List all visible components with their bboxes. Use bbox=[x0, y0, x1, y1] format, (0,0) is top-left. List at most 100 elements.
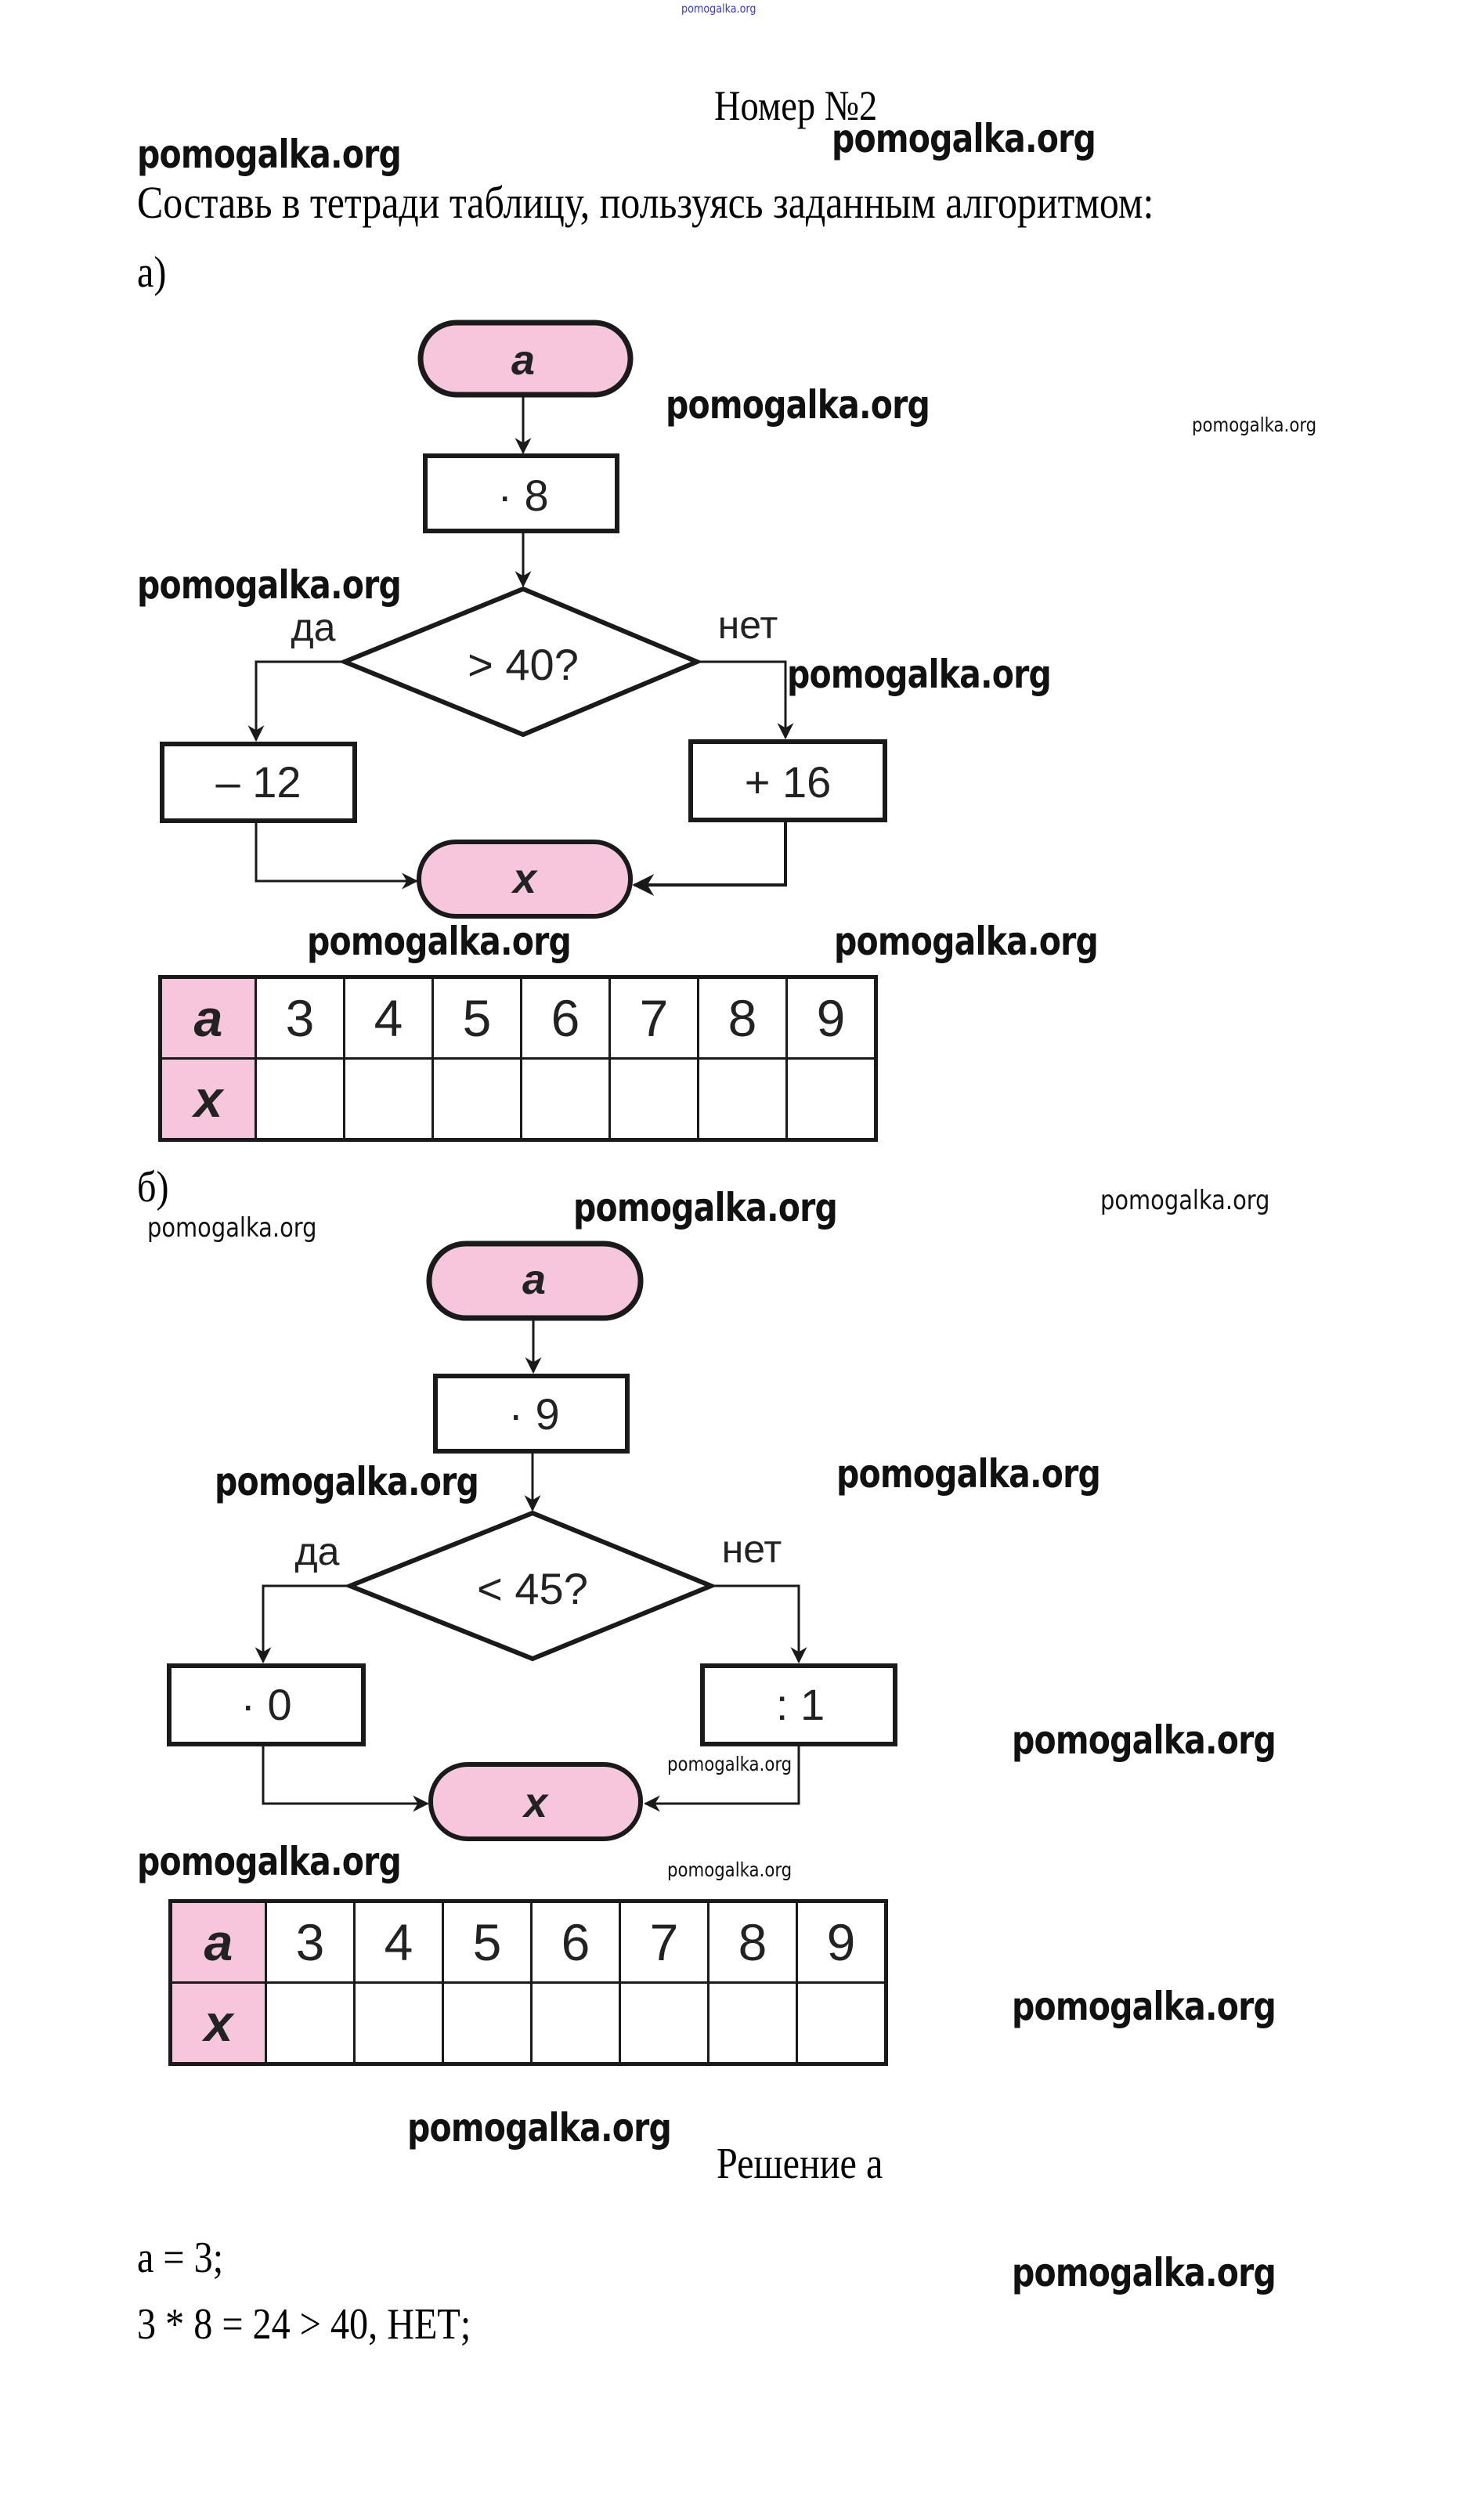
yes-action-b-text: · 0 bbox=[240, 1680, 291, 1729]
table-a-cell: 8 bbox=[697, 976, 788, 1060]
watermark: pomogalka.org bbox=[573, 1185, 838, 1230]
watermark: pomogalka.org bbox=[787, 652, 1052, 697]
watermark: pomogalka.org bbox=[307, 919, 572, 964]
table-b: a 3 4 5 6 7 8 9 x bbox=[168, 1899, 888, 2066]
watermark: pomogalka.org bbox=[215, 1459, 479, 1504]
solution-heading: Решение а bbox=[717, 2140, 883, 2188]
table-a-cell-x bbox=[343, 1057, 434, 1141]
end-a-text: x bbox=[511, 855, 538, 902]
terminal-start-a bbox=[417, 320, 634, 398]
table-b-row-a: a 3 4 5 6 7 8 9 bbox=[169, 1900, 887, 1984]
decision-diamond-b bbox=[343, 1510, 717, 1662]
watermark: pomogalka.org bbox=[1012, 2250, 1276, 2295]
table-b-cell: 8 bbox=[707, 1900, 798, 1984]
table-b-cell-x bbox=[707, 1981, 798, 2065]
watermark: pomogalka.org bbox=[1012, 1984, 1276, 2029]
no-action-a-text: + 16 bbox=[745, 757, 832, 807]
process-box-a-no bbox=[688, 739, 887, 822]
no-action-b-text: : 1 bbox=[776, 1680, 825, 1729]
watermark-small: pomogalka.org bbox=[147, 1212, 317, 1244]
yes-label-a: да bbox=[291, 605, 336, 649]
instruction-text: Составь в тетради таблицу, пользуясь зад… bbox=[137, 177, 1154, 228]
table-b-cell-x bbox=[442, 1981, 533, 2065]
table-a-row-a: a 3 4 5 6 7 8 9 bbox=[159, 976, 877, 1060]
watermark: pomogalka.org bbox=[834, 919, 1099, 964]
terminal-start-b bbox=[426, 1241, 644, 1321]
yes-label-b: да bbox=[295, 1529, 340, 1573]
process-box-a-yes bbox=[160, 742, 357, 823]
decision-diamond-a bbox=[338, 586, 703, 738]
process-box-a-1 bbox=[423, 453, 619, 533]
terminal-end-b bbox=[428, 1762, 643, 1841]
watermark-small: pomogalka.org bbox=[1100, 1185, 1270, 1216]
table-b-cell-x bbox=[530, 1981, 621, 2065]
table-b-header-a: a bbox=[169, 1900, 267, 1984]
table-b-cell-x bbox=[353, 1981, 444, 2065]
table-a-cell: 6 bbox=[520, 976, 611, 1060]
terminal-end-a bbox=[417, 840, 633, 919]
table-a-cell: 9 bbox=[785, 976, 877, 1060]
page-title: Номер №2 bbox=[714, 82, 878, 129]
flowchart-b-shapes bbox=[167, 1241, 897, 1841]
table-b-cell: 4 bbox=[353, 1900, 444, 1984]
table-a-header-a: a bbox=[159, 976, 257, 1060]
table-a-cell-x bbox=[697, 1057, 788, 1141]
merge-yes-b bbox=[262, 1746, 430, 1812]
table-b-cell-x bbox=[619, 1981, 710, 2065]
table-a-cell-x bbox=[255, 1057, 345, 1141]
table-a-cell-x bbox=[785, 1057, 877, 1141]
table-a-header-x: x bbox=[159, 1057, 257, 1141]
table-a: a 3 4 5 6 7 8 9 x bbox=[158, 975, 878, 1142]
table-a-cell: 7 bbox=[608, 976, 699, 1060]
watermark-small: pomogalka.org bbox=[1192, 414, 1317, 436]
table-a-cell: 3 bbox=[255, 976, 345, 1060]
table-a-row-x: x bbox=[159, 1057, 877, 1141]
flowchart-a-shapes bbox=[160, 320, 887, 919]
step1-b-text: · 9 bbox=[508, 1389, 559, 1439]
merge-no-a bbox=[632, 822, 787, 896]
end-b-text: x bbox=[522, 1779, 549, 1826]
watermark: pomogalka.org bbox=[832, 116, 1096, 161]
step1-a-text: · 8 bbox=[497, 471, 548, 520]
table-b-cell: 5 bbox=[442, 1900, 533, 1984]
watermark: pomogalka.org bbox=[836, 1451, 1101, 1497]
solution-line: a = 3; bbox=[137, 2234, 224, 2282]
table-a-cell: 4 bbox=[343, 976, 434, 1060]
watermark: pomogalka.org bbox=[137, 562, 402, 608]
branch-no-b bbox=[711, 1584, 807, 1664]
table-b-row-x: x bbox=[169, 1981, 887, 2065]
table-a-cell-x bbox=[431, 1057, 522, 1141]
table-b-cell: 7 bbox=[619, 1900, 710, 1984]
yes-action-a-text: – 12 bbox=[216, 757, 301, 807]
part-a-label: а) bbox=[137, 248, 167, 297]
watermark: pomogalka.org bbox=[1012, 1717, 1276, 1763]
table-b-cell-x bbox=[796, 1981, 887, 2065]
watermark-top: pomogalka.org bbox=[681, 2, 756, 16]
branch-no-a bbox=[697, 660, 794, 740]
table-b-cell: 9 bbox=[796, 1900, 887, 1984]
watermark: pomogalka.org bbox=[666, 382, 930, 428]
merge-no-b bbox=[643, 1746, 800, 1812]
no-label-a: нет bbox=[718, 603, 778, 647]
table-a-cell-x bbox=[608, 1057, 699, 1141]
start-a-text: a bbox=[511, 337, 535, 384]
start-b-text: a bbox=[522, 1256, 546, 1303]
watermark: pomogalka.org bbox=[407, 2105, 672, 2151]
no-label-b: нет bbox=[722, 1527, 782, 1571]
part-b-label: б) bbox=[137, 1163, 169, 1212]
table-a-cell-x bbox=[520, 1057, 611, 1141]
condition-a-text: > 40? bbox=[468, 640, 579, 689]
watermark-small: pomogalka.org bbox=[667, 1753, 793, 1775]
watermark: pomogalka.org bbox=[137, 132, 402, 177]
watermark-small: pomogalka.org bbox=[667, 1858, 793, 1881]
table-b-header-x: x bbox=[169, 1981, 267, 2065]
branch-yes-a bbox=[247, 660, 345, 742]
condition-b-text: < 45? bbox=[477, 1564, 588, 1613]
process-box-b-1 bbox=[433, 1374, 630, 1454]
process-box-b-yes bbox=[167, 1663, 366, 1746]
table-a-cell: 5 bbox=[431, 976, 522, 1060]
branch-yes-b bbox=[255, 1584, 350, 1664]
solution-line: 3 * 8 = 24 > 40, НЕТ; bbox=[137, 2300, 471, 2349]
